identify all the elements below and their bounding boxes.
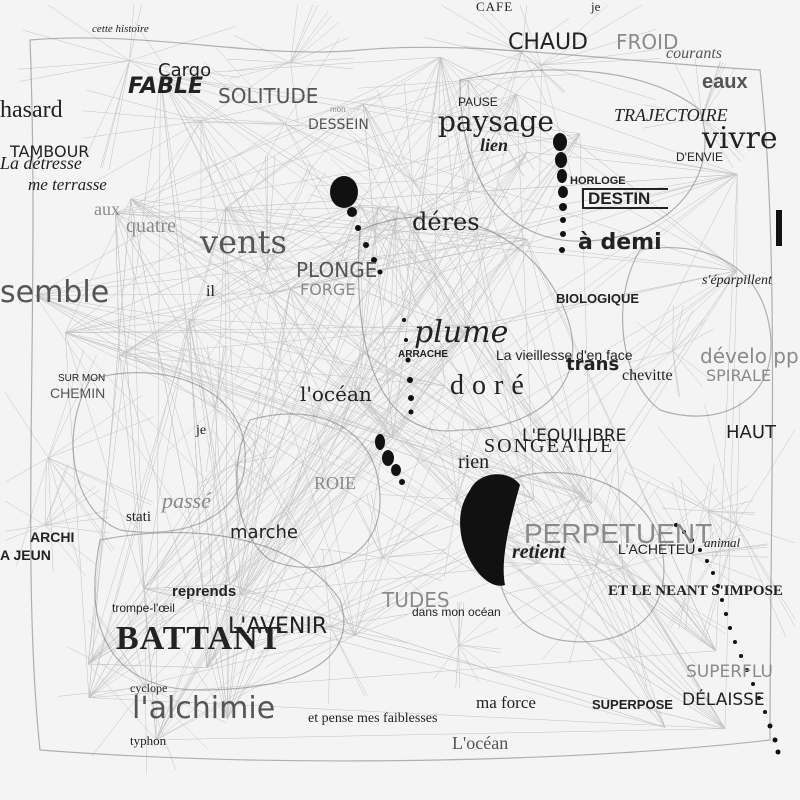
word-developp: dévelo pp	[700, 344, 799, 368]
word-detresse: La détresse	[0, 153, 82, 173]
word-eaux: eaux	[702, 71, 748, 93]
word-trans: trans	[566, 354, 620, 375]
word-dore: doré	[450, 370, 532, 401]
word-ma-force: ma force	[476, 693, 536, 712]
word-sur-mon: SUR MON	[58, 373, 106, 384]
word-chaud: CHAUD	[508, 30, 588, 55]
word-equilibre: L'EQUILIBRE	[522, 426, 627, 446]
word-songeaile: SONGEAILE	[484, 435, 615, 457]
word-battant: BATTANT	[116, 620, 283, 657]
word-lien: lien	[480, 135, 509, 155]
word-archi: ARCHI	[30, 529, 75, 545]
word-courants: courants	[666, 45, 722, 62]
word-dans-mon-ocean: dans mon océan	[412, 605, 501, 619]
word-hasard: hasard	[0, 97, 63, 123]
word-chevitte: chevitte	[622, 367, 673, 384]
word-pause: PAUSE	[458, 95, 498, 109]
word-biologique: BIOLOGIQUE	[556, 291, 640, 306]
word-typhon: typhon	[130, 733, 167, 748]
word-vivre: vivre	[702, 121, 778, 156]
word-je-mid: je	[196, 423, 207, 438]
word-froid: FROID	[616, 30, 679, 54]
word-tudes: TUDES	[382, 588, 450, 612]
word-passe: passé	[162, 488, 211, 513]
ink-blob	[330, 176, 358, 208]
word-solitude: SOLITUDE	[218, 84, 319, 108]
word-haut: HAUT	[726, 422, 777, 443]
word-trompe-loeil: trompe-l'œil	[112, 601, 175, 615]
word-je-top: je	[591, 0, 601, 14]
word-mon: mon	[330, 105, 346, 114]
word-horloge: HORLOGE	[570, 175, 626, 187]
word-forge: FORGE	[300, 280, 356, 299]
word-vieillesse: La vieillesse d'en face	[496, 347, 633, 363]
ink-dot-trails	[330, 133, 782, 755]
word-aux: aux	[94, 199, 120, 219]
word-tambour: TAMBOUR	[10, 142, 90, 161]
word-denvie: D'ENVIE	[676, 150, 723, 164]
word-arrache: ARRACHE	[398, 349, 448, 360]
word-cyclope: cyclope	[130, 681, 168, 695]
word-animal: animal	[704, 535, 741, 550]
word-cargo: Cargo	[158, 60, 212, 81]
word-ocean-mid: l'océan	[300, 382, 372, 406]
word-chemin: CHEMIN	[50, 385, 106, 401]
word-alchimie: l'alchimie	[132, 691, 276, 726]
word-me-terrasse: me terrasse	[28, 175, 107, 194]
word-semble: semble	[0, 275, 110, 310]
word-deres: déres	[412, 208, 480, 236]
word-plonge: PLONGE	[296, 258, 378, 282]
word-dessein: DESSEIN	[308, 117, 369, 133]
word-pense: et pense mes faiblesses	[308, 711, 438, 726]
word-delaisse: DÉLAISSE	[682, 690, 765, 710]
word-rien: rien	[458, 451, 490, 473]
word-trajectoire: TRAJECTOIRE	[614, 105, 728, 125]
word-retient: retient	[512, 541, 566, 563]
word-stati: stati	[126, 509, 151, 525]
word-avenir: L'AVENIR	[228, 614, 328, 639]
word-perpetuent: PERPETUENT	[524, 518, 713, 549]
word-paysage: paysage	[438, 105, 554, 138]
word-lacheteu: L'ACHETEU	[618, 541, 696, 557]
ink-smear	[460, 474, 520, 586]
word-neant: ET LE NEANT S'IMPOSE	[608, 583, 783, 599]
word-quatre: quatre	[126, 215, 176, 237]
word-fable: FABLE	[128, 74, 204, 99]
word-plume: plume	[414, 315, 509, 350]
word-cette-histoire: cette histoire	[92, 23, 149, 35]
word-il: il	[206, 283, 215, 300]
word-reprends: reprends	[172, 583, 237, 600]
word-marche: marche	[230, 522, 298, 543]
word-destin-sign: DESTIN	[582, 188, 669, 209]
word-cafe: CAFE	[476, 0, 514, 14]
word-vents: vents	[200, 223, 287, 261]
word-ajeun: A JEUN	[0, 547, 51, 563]
word-ocean-bottom: L'océan	[452, 733, 509, 753]
word-superpose: SUPERPOSE	[592, 697, 673, 712]
word-sepanouille: s'éparpillent	[702, 273, 772, 288]
word-roie: ROIE	[314, 473, 356, 493]
word-a-demi: à demi	[578, 230, 662, 255]
word-spirale: SPIRALE	[706, 366, 771, 385]
word-superflu: SUPERFLU	[686, 662, 773, 682]
